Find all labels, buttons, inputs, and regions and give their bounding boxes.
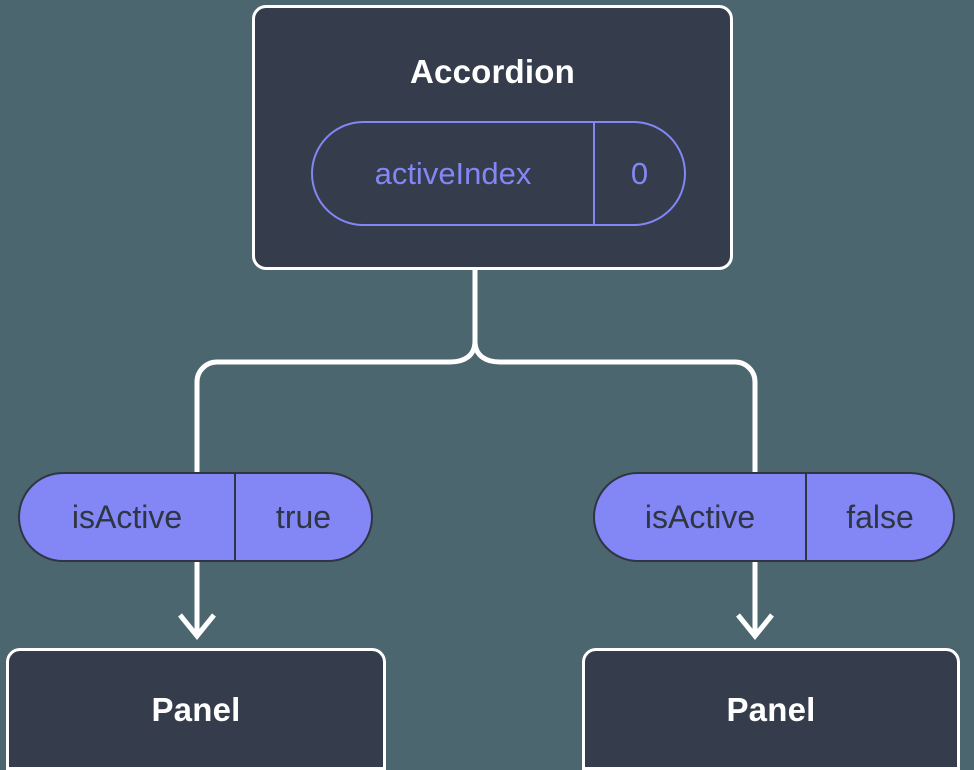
- connector-left-branch: [194, 340, 478, 472]
- panel-component-node-left[interactable]: Panel: [6, 648, 386, 770]
- connector-right-branch: [472, 340, 758, 472]
- prop-pill-value-label-left: true: [275, 499, 332, 535]
- panel-title-right: Panel: [726, 690, 816, 728]
- accordion-title: Accordion: [410, 53, 575, 90]
- down-arrow-icon-right: [736, 613, 774, 640]
- panel-title-left: Panel: [151, 690, 241, 728]
- state-pill-value-label: 0: [630, 156, 649, 191]
- accordion-component-node[interactable]: Accordion activeIndex 0: [252, 5, 733, 270]
- panel-component-node-right[interactable]: Panel: [582, 648, 960, 770]
- prop-pill-is-active-true[interactable]: isActive true: [18, 472, 373, 562]
- prop-pill-key-label-right: isActive: [595, 474, 807, 560]
- down-arrow-icon-left: [178, 613, 216, 640]
- prop-pill-value-label-right: false: [846, 499, 914, 535]
- state-pill-key-label: activeIndex: [313, 123, 595, 224]
- state-pill-active-index[interactable]: activeIndex 0: [311, 121, 686, 226]
- prop-pill-is-active-false[interactable]: isActive false: [593, 472, 955, 562]
- prop-pill-key-label-left: isActive: [20, 474, 236, 560]
